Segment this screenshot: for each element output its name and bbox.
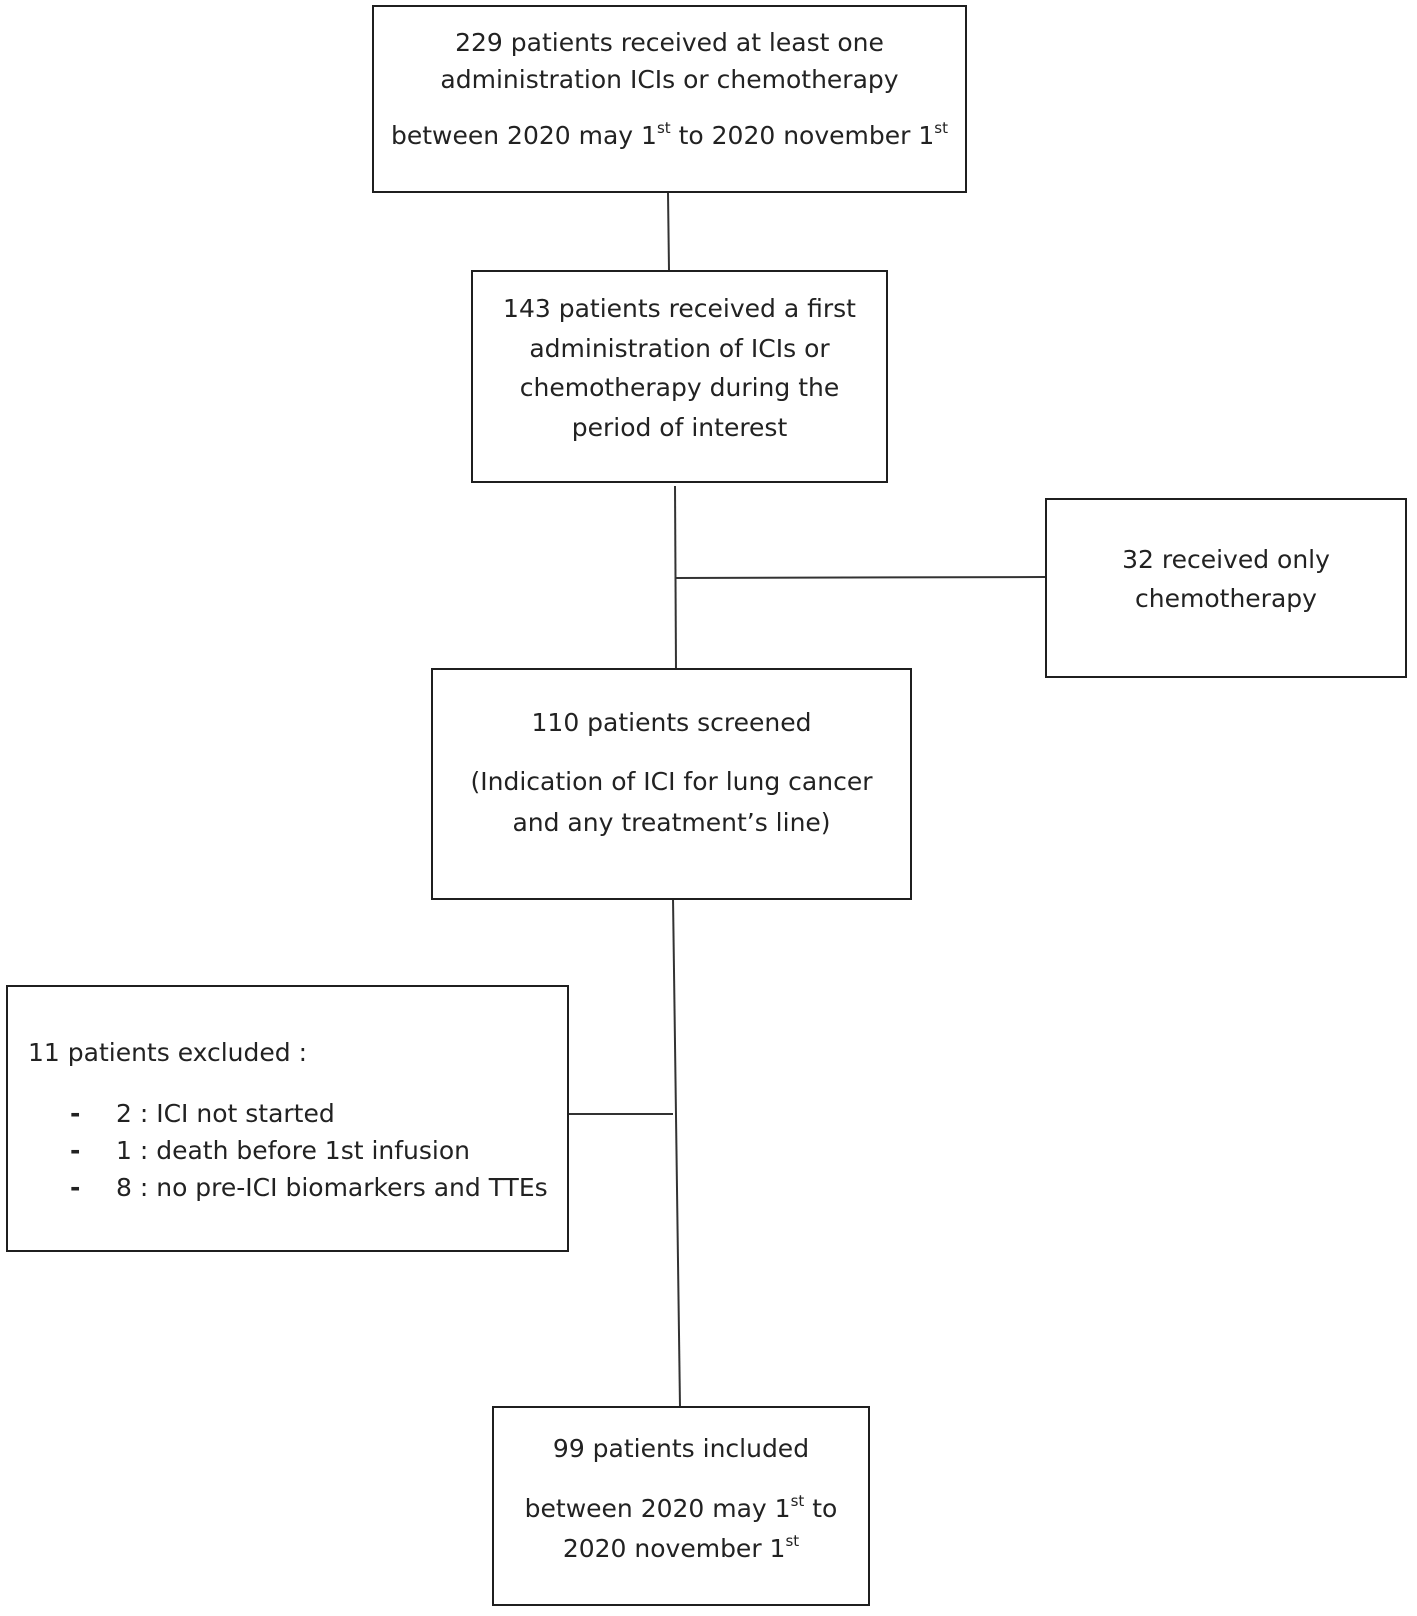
box1-line3: between 2020 may 1st to 2020 november 1s…	[391, 118, 948, 150]
box3-line3: and any treatment’s line)	[512, 808, 831, 837]
box2-line3: chemotherapy during the	[519, 373, 840, 402]
box1-line1: 229 patients received at least one	[455, 28, 884, 57]
exclusion-list: 2 : ICI not started 1 : death before 1st…	[70, 1095, 548, 1206]
side-box-line2: chemotherapy	[1135, 584, 1317, 613]
box-first-administration: 143 patients received a first administra…	[471, 270, 888, 483]
box1-line2: administration ICIs or chemotherapy	[440, 65, 899, 94]
exclusion-item: 1 : death before 1st infusion	[70, 1132, 548, 1169]
exclusion-item: 2 : ICI not started	[70, 1095, 548, 1132]
exclusion-item: 8 : no pre-ICI biomarkers and TTEs	[70, 1169, 548, 1206]
connector-box1-to-box2	[667, 192, 670, 271]
box-patients-screened: 110 patients screened (Indication of ICI…	[431, 668, 912, 900]
box-patients-included: 99 patients included between 2020 may 1s…	[492, 1406, 870, 1606]
box-initial-population: 229 patients received at least one admin…	[372, 5, 967, 193]
side-box-line1: 32 received only	[1122, 545, 1330, 574]
box4-line2: between 2020 may 1st to	[524, 1491, 838, 1523]
box3-line2: (Indication of ICI for lung cancer	[470, 767, 873, 796]
box2-line4: period of interest	[571, 413, 788, 442]
box2-line1: 143 patients received a first	[503, 294, 856, 323]
box3-line1: 110 patients screened	[531, 708, 812, 737]
box2-line2: administration of ICIs or	[529, 334, 830, 363]
box-patients-excluded: 11 patients excluded : 2 : ICI not start…	[6, 985, 569, 1252]
box-chemotherapy-only: 32 received only chemotherapy	[1045, 498, 1407, 678]
box4-line3: 2020 november 1st	[562, 1531, 800, 1563]
connector-box3-to-box4	[672, 897, 681, 1408]
connector-box2-to-box3	[674, 485, 677, 671]
box4-line1: 99 patients included	[552, 1434, 810, 1463]
connector-branch-to-side-box	[675, 576, 1046, 579]
exclusion-title: 11 patients excluded :	[28, 1038, 308, 1067]
